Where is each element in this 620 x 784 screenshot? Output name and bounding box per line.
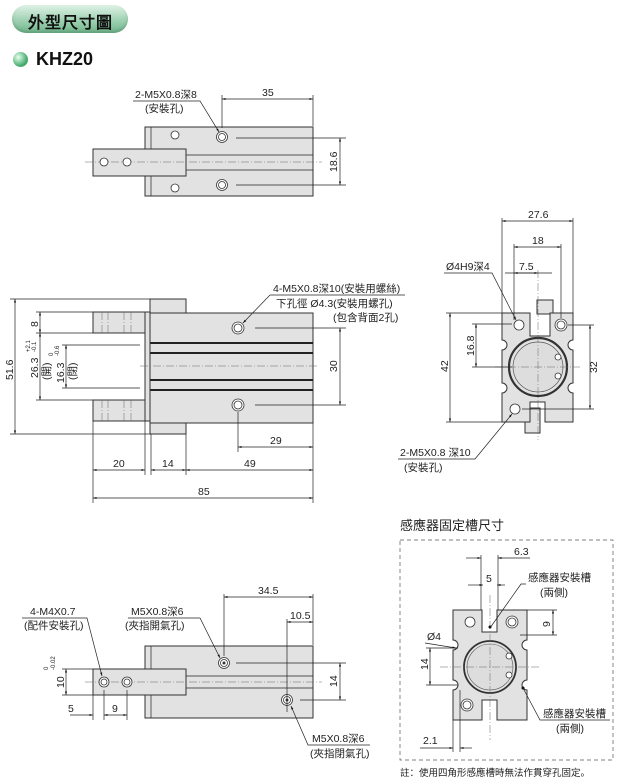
dim-35: 35 xyxy=(262,87,274,99)
dim-14: 14 xyxy=(419,658,431,670)
mount-hole-label: 2-M5X0.8深8 xyxy=(135,89,197,101)
dim-49: 49 xyxy=(244,458,256,470)
model-title: KHZ20 xyxy=(36,49,94,69)
dim-32: 32 xyxy=(588,361,600,373)
dim-34-5: 34.5 xyxy=(258,585,279,597)
sensor-slot-sides: (兩側) xyxy=(556,722,584,735)
dim-26-3: 26.3 xyxy=(29,357,41,378)
dim-20: 20 xyxy=(113,458,125,470)
dia-4: Ø4 xyxy=(427,631,441,643)
accessory-hole-sublabel: (配件安裝孔) xyxy=(24,619,84,632)
tol-upper: +2.1 xyxy=(26,339,32,352)
dim-9: 9 xyxy=(541,621,553,627)
open-port-sublabel: (夾指開氣孔) xyxy=(125,619,185,632)
dim-18-6: 18.6 xyxy=(328,151,340,172)
footnote: 註：使用四角形感應槽時無法作貫穿孔固定。 xyxy=(400,767,590,779)
side-mount-label: 2-M5X0.8 深10 xyxy=(400,447,471,459)
dim-16-3: 16.3 xyxy=(55,362,67,383)
open-label: (開) xyxy=(41,363,53,381)
bullet-icon xyxy=(13,52,28,67)
bottom-view: 34.5 10.5 14 10 0 -0.02 5 9 4-M4X0.7 (配件… xyxy=(22,585,370,760)
close-port-sublabel: (夾指閉氣孔) xyxy=(310,747,370,760)
tol-lower: -0.6 xyxy=(55,345,61,356)
dim-18: 18 xyxy=(532,235,544,247)
dim-5: 5 xyxy=(68,703,74,715)
dim-14: 14 xyxy=(162,458,174,470)
sensor-slot-view: 感應器固定槽尺寸 6.3 5 9 14 2.1 Ø4 感應器安裝槽 (兩側) 感… xyxy=(399,518,614,779)
close-port-label: M5X0.8深6 xyxy=(312,733,365,745)
dim-16-8: 16.8 xyxy=(465,335,477,356)
dim-10: 10 xyxy=(55,676,67,688)
dim-42: 42 xyxy=(439,360,451,372)
mount-hole-sublabel: (安裝孔) xyxy=(145,102,184,115)
sensor-section-title: 感應器固定槽尺寸 xyxy=(400,518,504,533)
back-holes-label: (包含背面2孔) xyxy=(333,311,398,324)
accessory-hole-label: 4-M4X0.7 xyxy=(30,606,76,618)
top-view: 35 18.6 2-M5X0.8深8 (安裝孔) xyxy=(85,87,346,197)
closed-label: (閉) xyxy=(67,363,79,381)
sensor-slot-sides: (兩側) xyxy=(540,586,568,599)
sensor-slot-label: 感應器安裝槽 xyxy=(528,571,591,584)
pilot-hole-label: 下孔徑 Ø4.3(安裝用螺孔) xyxy=(276,297,393,310)
front-view: 51.6 8 26.3 +2.1 -0.1 (開) 16.3 0 -0.6 (閉… xyxy=(4,282,405,503)
dim-5: 5 xyxy=(486,573,492,585)
tol-lower: -0.02 xyxy=(51,656,57,670)
dim-6-3: 6.3 xyxy=(514,546,529,558)
dim-51-6: 51.6 xyxy=(4,359,16,380)
dim-14: 14 xyxy=(328,675,340,687)
dim-30: 30 xyxy=(328,360,340,372)
dim-29: 29 xyxy=(270,435,282,447)
dim-9: 9 xyxy=(112,703,118,715)
section-title: 外型尺寸圖 xyxy=(28,13,114,32)
pin-hole-label: Ø4H9深4 xyxy=(446,261,490,273)
sensor-slot-label: 感應器安裝槽 xyxy=(543,707,606,720)
side-mount-sublabel: (安裝孔) xyxy=(404,461,443,474)
dim-2-1: 2.1 xyxy=(423,735,438,747)
dim-85: 85 xyxy=(198,486,210,498)
mount-screw-label: 4-M5X0.8深10(安裝用螺絲) xyxy=(273,282,400,295)
open-port-label: M5X0.8深6 xyxy=(131,606,184,618)
dim-8: 8 xyxy=(29,321,41,327)
dim-27-6: 27.6 xyxy=(528,209,549,221)
tol-lower: -0.1 xyxy=(32,341,38,352)
side-view: 27.6 18 7.5 Ø4H9深4 42 16.8 32 2-M5X0.8 深… xyxy=(398,209,600,474)
section-header: 外型尺寸圖 xyxy=(12,5,128,33)
dim-10-5: 10.5 xyxy=(290,610,311,622)
tol-upper: 0 xyxy=(49,352,55,356)
tol-upper: 0 xyxy=(44,666,50,670)
dim-7-5: 7.5 xyxy=(519,261,534,273)
